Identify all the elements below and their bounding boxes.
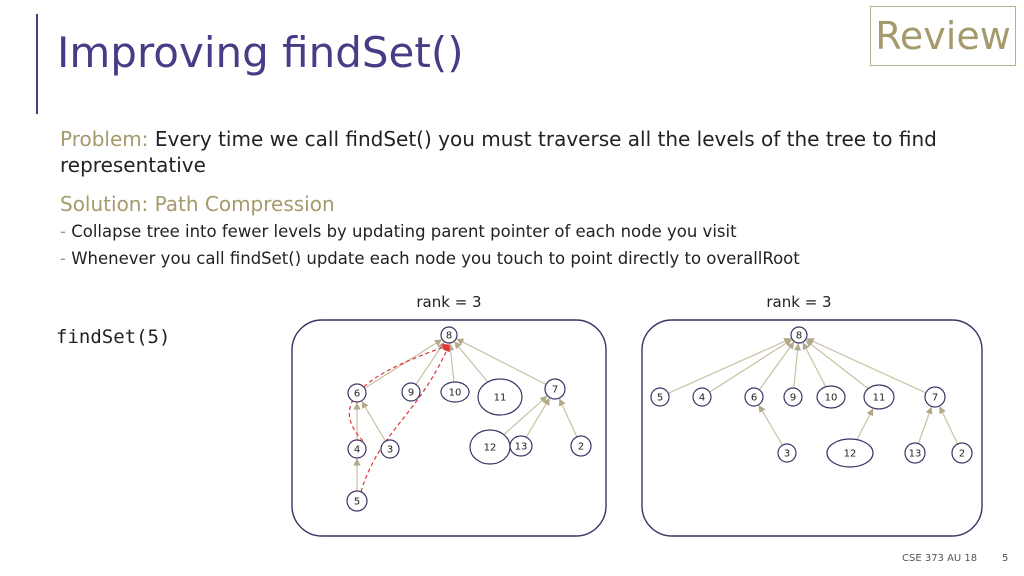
tree-node-3 [777, 443, 797, 463]
review-badge-label: Review [875, 14, 1011, 58]
tree-node-label: 6 [354, 389, 360, 400]
bullet-item: - Whenever you call findSet() update eac… [60, 249, 800, 268]
tree-node-8 [440, 326, 458, 344]
tree-node-13 [904, 442, 926, 464]
tree-node-9 [783, 387, 803, 407]
tree-edge-2-to-7 [939, 406, 959, 445]
tree-node-label: 10 [825, 393, 838, 404]
tree-node-3 [380, 439, 400, 459]
tree-node-13 [509, 435, 533, 457]
problem-text: Every time we call findSet() you must tr… [60, 127, 937, 177]
tree-edge-7-to-8 [456, 338, 547, 385]
tree-edge-13-to-7 [525, 397, 550, 438]
tree-edge-7-to-8 [806, 338, 927, 394]
before-tree-panel [291, 319, 607, 537]
review-badge: Review [870, 6, 1016, 66]
compression-arrow-4-to-8 [348, 343, 450, 442]
tree-node-2 [951, 442, 973, 464]
tree-node-10 [816, 385, 846, 409]
tree-edge-3-to-6 [361, 400, 386, 442]
tree-node-label: 5 [354, 497, 360, 508]
tree-edge-10-to-8 [802, 342, 827, 388]
tree-node-label: 11 [873, 393, 886, 404]
tree-node-label: 10 [449, 388, 462, 399]
tree-node-label: 4 [699, 393, 705, 404]
tree-node-label: 9 [408, 388, 414, 399]
tree-node-11 [863, 384, 895, 410]
tree-node-9 [401, 382, 421, 402]
tree-node-label: 12 [844, 449, 857, 460]
title-accent-bar [36, 14, 38, 114]
tree-edge-11-to-8 [805, 340, 869, 390]
tree-edge-6-to-8 [758, 341, 795, 391]
problem-statement: Problem: Every time we call findSet() yo… [60, 126, 960, 178]
tree-node-label: 13 [515, 442, 528, 453]
tree-edge-9-to-8 [793, 343, 802, 389]
footer-page-number: 5 [1002, 553, 1009, 564]
tree-node-4 [692, 387, 712, 407]
bullet-dash: - [60, 249, 72, 268]
tree-edge-6-to-8 [364, 339, 442, 389]
tree-node-label: 13 [909, 449, 922, 460]
tree-edge-9-to-8 [415, 341, 445, 385]
tree-node-5 [650, 387, 670, 407]
tree-node-label: 4 [354, 445, 360, 456]
tree-edge-12-to-11 [856, 408, 874, 440]
solution-heading: Solution: Path Compression [60, 192, 335, 216]
bullet-dash: - [60, 222, 72, 241]
tree-node-7 [544, 378, 566, 400]
tree-node-5 [346, 490, 368, 512]
tree-edge-3-to-6 [758, 404, 783, 446]
rank-label-after: rank = 3 [766, 293, 831, 311]
tree-node-4 [347, 439, 367, 459]
tree-node-11 [477, 378, 523, 416]
tree-node-10 [440, 381, 470, 403]
footer-course: CSE 373 AU 18 [902, 553, 978, 564]
tree-node-8 [790, 326, 808, 344]
compression-arrow-5-to-8 [360, 344, 450, 493]
rank-label-before: rank = 3 [416, 293, 481, 311]
tree-node-label: 12 [484, 443, 497, 454]
tree-node-7 [924, 386, 946, 408]
tree-node-label: 9 [790, 393, 796, 404]
tree-node-label: 6 [751, 393, 757, 404]
tree-edge-12-to-7 [503, 395, 548, 436]
tree-node-label: 11 [494, 393, 507, 404]
tree-edge-13-to-7 [917, 406, 933, 444]
tree-node-label: 7 [932, 393, 938, 404]
problem-lead: Problem: [60, 127, 149, 151]
tree-edge-11-to-8 [454, 341, 489, 383]
code-call: findSet(5) [56, 326, 171, 348]
tree-edge-4-to-8 [709, 339, 793, 393]
tree-node-label: 5 [657, 393, 663, 404]
bullet-item: - Collapse tree into fewer levels by upd… [60, 222, 737, 241]
tree-node-label: 3 [784, 449, 790, 460]
bullet-text: Whenever you call findSet() update each … [71, 249, 800, 268]
tree-node-label: 2 [959, 449, 965, 460]
tree-edge-10-to-8 [447, 343, 455, 383]
tree-node-label: 8 [446, 331, 452, 342]
tree-node-label: 2 [578, 442, 584, 453]
tree-edge-2-to-7 [558, 398, 578, 438]
tree-node-6 [347, 383, 367, 403]
tree-edge-5-to-8 [667, 338, 792, 394]
tree-node-label: 8 [796, 331, 802, 342]
after-tree-panel [641, 319, 983, 537]
tree-node-6 [744, 387, 764, 407]
tree-node-12 [826, 438, 874, 468]
tree-node-label: 7 [552, 385, 558, 396]
tree-node-2 [570, 435, 592, 457]
tree-node-label: 3 [387, 445, 393, 456]
bullet-text: Collapse tree into fewer levels by updat… [71, 222, 737, 241]
slide-title: Improving findSet() [57, 28, 464, 77]
